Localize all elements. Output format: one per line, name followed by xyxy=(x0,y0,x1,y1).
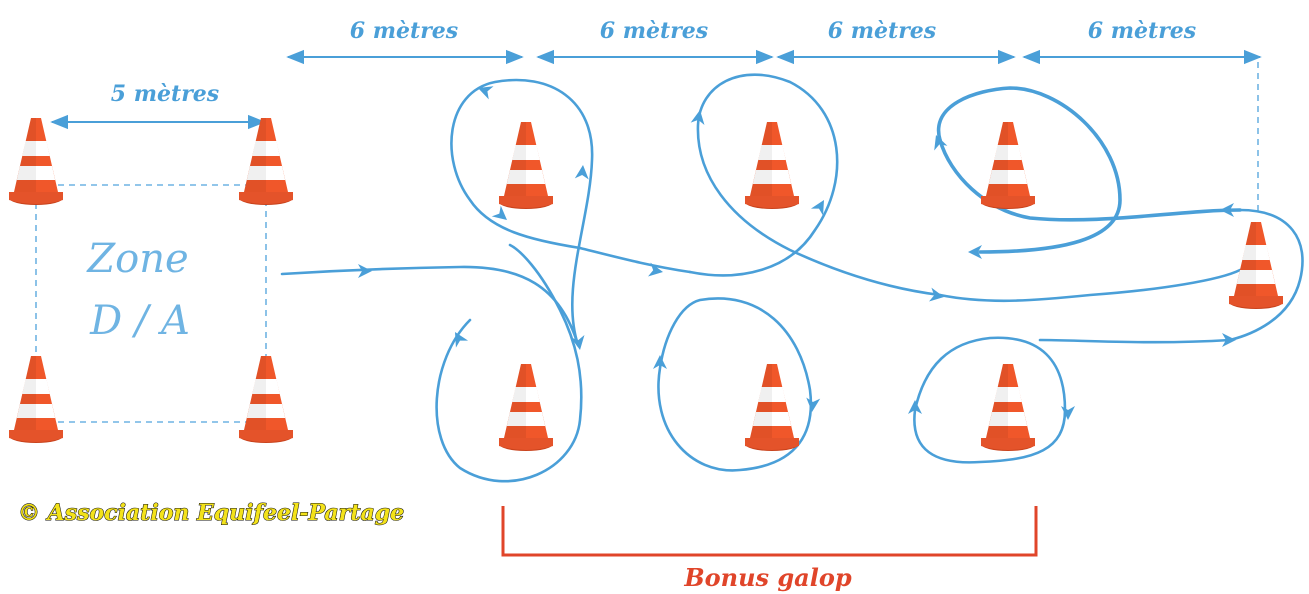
copyright-text: © Association Equifeel-Partage xyxy=(18,500,404,526)
cone-1-top xyxy=(499,122,553,209)
dimension-lines xyxy=(50,49,1262,215)
cone-zone-bottom-right xyxy=(239,356,293,443)
cone-far-right xyxy=(1229,222,1283,309)
measure-label-2: 6 mètres xyxy=(600,18,708,44)
zone-box xyxy=(35,184,267,423)
zone-title: Zone xyxy=(85,236,188,282)
measure-label-zone: 5 mètres xyxy=(111,81,219,107)
cone-3-bottom xyxy=(981,364,1035,451)
cone-3-top xyxy=(981,122,1035,209)
cone-2-bottom xyxy=(745,364,799,451)
bonus-bracket xyxy=(501,506,1038,557)
zone-subtitle: D / A xyxy=(89,298,190,344)
cone-zone-top-left xyxy=(9,118,63,205)
bonus-label: Bonus galop xyxy=(683,563,852,592)
measure-label-3: 6 mètres xyxy=(828,18,936,44)
cone-zone-bottom-left xyxy=(9,356,63,443)
cone-2-top xyxy=(745,122,799,209)
measure-label-1: 6 mètres xyxy=(350,18,458,44)
cone-zone-top-right xyxy=(239,118,293,205)
measure-label-4: 6 mètres xyxy=(1088,18,1196,44)
riding-path xyxy=(280,73,1304,483)
cone-1-bottom xyxy=(499,364,553,451)
